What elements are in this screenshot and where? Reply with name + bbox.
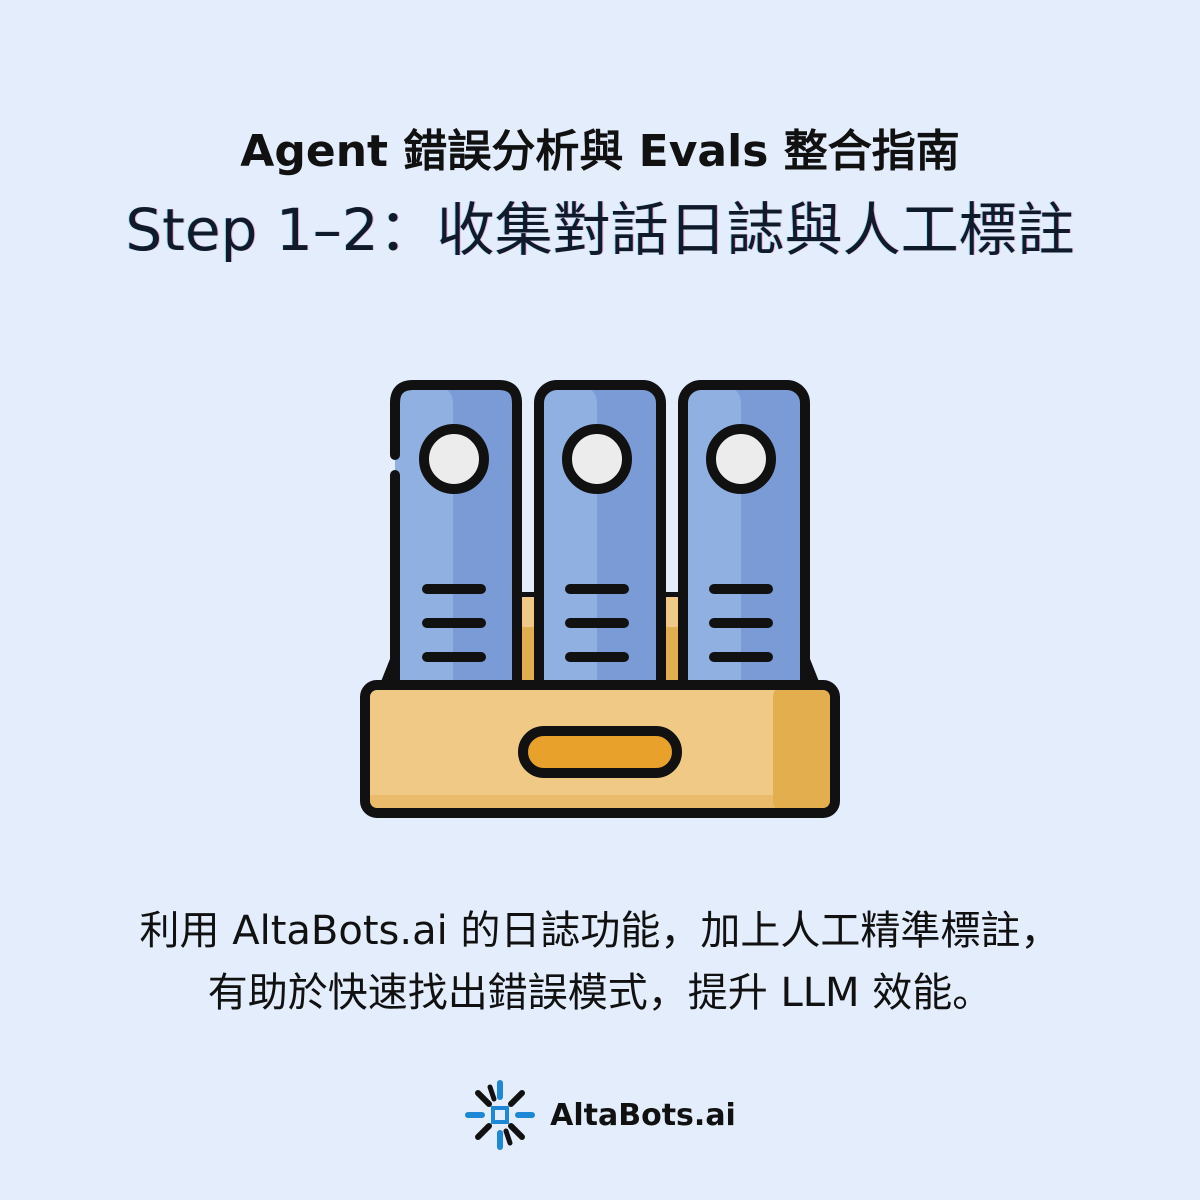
description-line-1: 利用 AltaBots.ai 的日誌功能，加上人工精準標註， — [139, 908, 1061, 954]
footer: AltaBots.ai — [0, 1080, 1200, 1150]
page-subtitle: Agent 錯誤分析與 Evals 整合指南 — [240, 126, 960, 177]
brand-name: AltaBots.ai — [550, 1097, 736, 1133]
binders-in-drawer-icon — [360, 380, 840, 818]
description-line-2: 有助於快速找出錯誤模式，提升 LLM 效能。 — [207, 970, 993, 1016]
binder-3 — [678, 380, 810, 730]
description: 利用 AltaBots.ai 的日誌功能，加上人工精準標註， 有助於快速找出錯誤… — [30, 900, 1170, 1024]
binder-2 — [534, 380, 666, 730]
header: Agent 錯誤分析與 Evals 整合指南 Step 1–2：收集對話日誌與人… — [0, 122, 1200, 270]
altabots-logo-icon — [465, 1080, 536, 1150]
page-title: Step 1–2：收集對話日誌與人工標註 — [125, 196, 1075, 264]
binder-1 — [390, 380, 522, 725]
drawer-front — [360, 680, 840, 818]
